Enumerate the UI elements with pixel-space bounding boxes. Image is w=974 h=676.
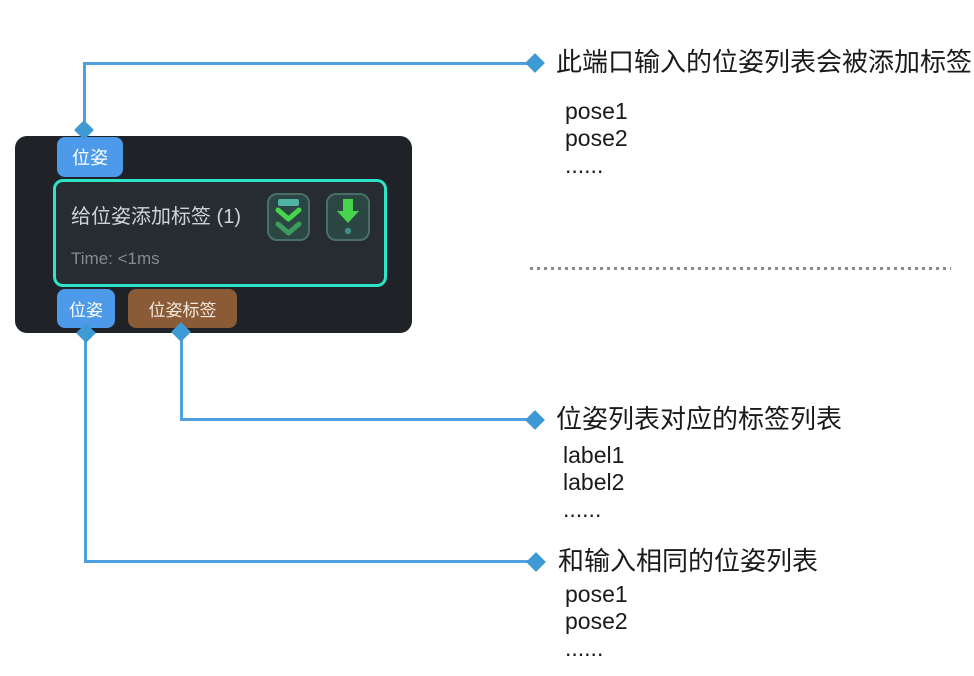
connector-top-horizontal xyxy=(83,62,527,65)
connector-bottom-vertical xyxy=(84,341,87,562)
annotation-top-items: pose1 pose2 ...... xyxy=(565,98,628,179)
output-port-pose-label-list-label: 位姿标签 xyxy=(148,301,217,320)
arrow-down-with-dot-icon xyxy=(337,199,359,235)
annotation-bottom-title: 和输入相同的位姿列表 xyxy=(558,546,819,576)
callout-diamond-top xyxy=(525,53,545,73)
output-port-pose-label-list[interactable]: 位姿标签 xyxy=(128,289,237,328)
step-run-button[interactable] xyxy=(326,193,370,241)
annotation-middle-title: 位姿列表对应的标签列表 xyxy=(556,404,843,434)
connector-top-vertical xyxy=(83,63,86,124)
collapse-double-chevron-icon xyxy=(275,199,302,236)
annotation-item: pose2 xyxy=(565,608,628,634)
connector-middle-vertical xyxy=(180,340,183,420)
node-body[interactable]: 给位姿添加标签 (1) Time: <1ms xyxy=(53,179,387,287)
annotation-item: label2 xyxy=(563,469,625,495)
callout-diamond-middle xyxy=(525,410,545,430)
annotation-item: pose1 xyxy=(565,98,628,124)
connector-middle-horizontal xyxy=(180,418,528,421)
annotation-item: label1 xyxy=(563,442,625,468)
node-label-poses[interactable]: 位姿 给位姿添加标签 (1) Time: <1ms 位姿 xyxy=(15,136,412,333)
collapse-button[interactable] xyxy=(267,193,310,241)
node-execution-time: Time: <1ms xyxy=(71,249,160,268)
annotation-item: ...... xyxy=(565,152,604,178)
annotation-item: pose1 xyxy=(565,581,628,607)
output-port-pose[interactable]: 位姿 xyxy=(57,289,115,328)
annotation-bottom-items: pose1 pose2 ...... xyxy=(565,581,628,662)
annotation-item: ...... xyxy=(563,496,602,522)
annotation-item: pose2 xyxy=(565,125,628,151)
input-port-pose[interactable]: 位姿 xyxy=(57,137,123,177)
output-port-pose-label: 位姿 xyxy=(69,301,103,320)
annotation-item: ...... xyxy=(565,635,604,661)
annotation-top-title: 此端口输入的位姿列表会被添加标签 xyxy=(556,47,973,77)
annotation-middle-items: label1 label2 ...... xyxy=(563,442,624,523)
connector-bottom-horizontal xyxy=(84,560,528,563)
dotted-separator xyxy=(530,267,951,270)
node-title: 给位姿添加标签 (1) xyxy=(71,206,241,228)
callout-diamond-bottom xyxy=(526,552,546,572)
input-port-pose-label: 位姿 xyxy=(72,148,108,168)
